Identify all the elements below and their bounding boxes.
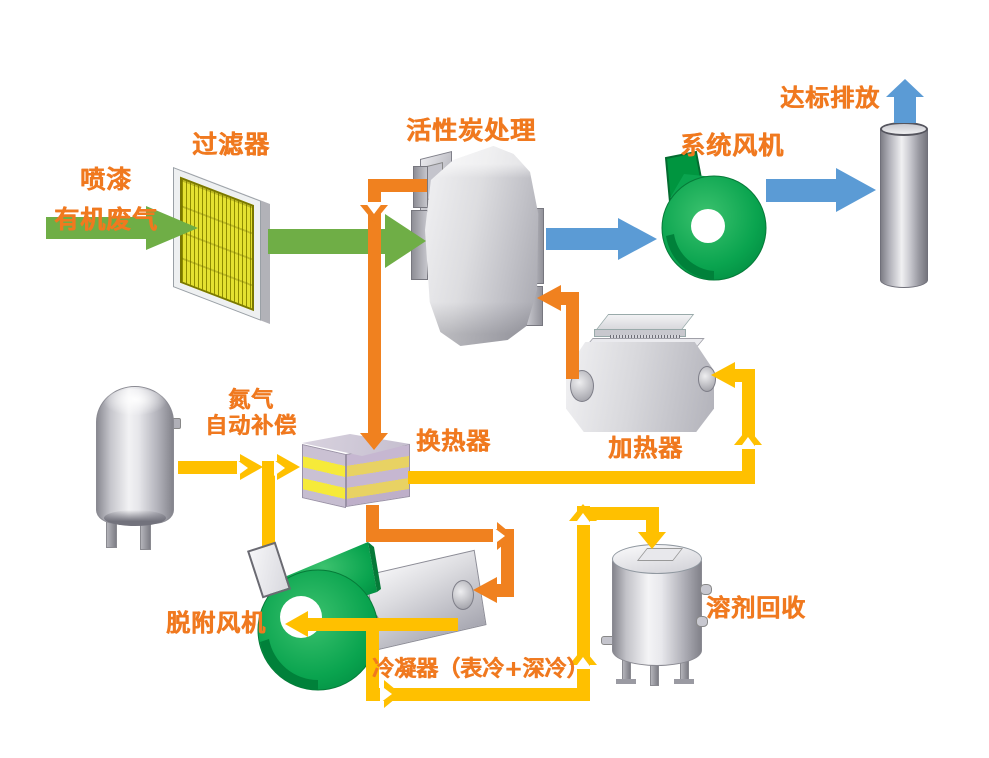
heater-unit	[560, 306, 722, 458]
solvent-recovery-label: 溶剂回收	[706, 594, 806, 622]
solvent-recovery-tank	[601, 538, 726, 690]
tank-foot	[616, 679, 636, 684]
nitrogen-label-line2: 自动补偿	[204, 414, 297, 439]
nitrogen-tank	[92, 384, 184, 554]
activated-carbon-unit	[410, 140, 560, 355]
heater-label: 加热器	[608, 434, 683, 462]
heat-exchanger-front-face	[302, 444, 346, 509]
filter-label: 过滤器	[192, 130, 271, 159]
heater-element-plate	[595, 314, 695, 330]
system-fan-label: 系统风机	[680, 131, 785, 160]
nitrogen-label: 氮气 自动补偿	[196, 388, 306, 440]
condenser-right-port	[452, 580, 474, 610]
solvent-tank-body	[612, 558, 702, 666]
exhaust-stack	[878, 118, 930, 294]
system-fan	[652, 150, 770, 290]
stack-body	[880, 128, 928, 288]
inlet-gas-label: 喷漆 有机废气	[50, 160, 162, 240]
activated-carbon-label: 活性炭处理	[406, 116, 537, 145]
condenser-label: 冷凝器（表冷+深冷）	[372, 657, 589, 682]
tank-foot	[674, 679, 694, 684]
discharge-label: 达标排放	[780, 84, 880, 112]
tank-bottom-dish	[104, 510, 166, 526]
stack-top-opening	[880, 122, 928, 136]
desorption-fan-label: 脱附风机	[166, 609, 266, 637]
solvent-tank-nub	[700, 584, 712, 595]
nitrogen-label-line1: 氮气	[227, 388, 274, 413]
solvent-tank-nub	[696, 616, 708, 627]
inlet-gas-label-line1: 喷漆	[79, 165, 132, 194]
heat-exchanger-label: 换热器	[416, 427, 491, 455]
carbon-body-shading	[425, 146, 539, 346]
system-fan-icon	[661, 150, 767, 281]
tank-dome-highlight	[104, 389, 166, 415]
heat-exchanger	[296, 430, 418, 516]
inlet-gas-label-line2: 有机废气	[53, 205, 158, 234]
